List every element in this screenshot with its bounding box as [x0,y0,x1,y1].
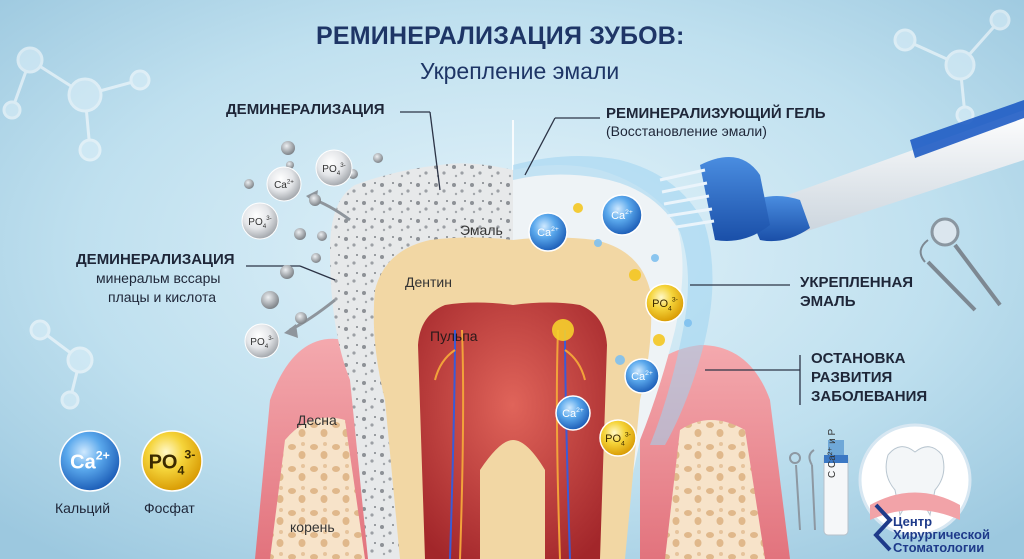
ion-ca-gel-1: Ca2+ [528,212,568,252]
ion-po-demin-3-circle [244,323,280,359]
gel-bubble [573,203,583,213]
dental-mirror-icon [930,217,1002,307]
root-label: корень [290,519,335,535]
bone-left [270,417,365,559]
mineral-particle [311,253,321,263]
dental-probe-icon [919,239,977,312]
mineral-particle [294,228,306,240]
ion-ca-demin-1-text: Ca2+ [274,178,294,191]
ion-po-demin-3: PO43- [244,323,280,359]
demineralization-label-left: ДЕМИНЕРАЛИЗАЦИЯ [76,251,235,268]
legend-phosphate-icon-circle [141,430,203,492]
mineral-particle [261,291,279,309]
ion-ca-gel-3-circle [624,358,660,394]
ion-ca-pulp-circle [555,395,591,431]
gel-bubble [684,319,692,327]
ion-ca-gel-2-circle [601,194,643,236]
ion-po-demin-1-text: PO43- [322,162,345,177]
ion-ca-gel-2: Ca2+ [601,194,643,236]
ion-po-demin-2-circle [241,202,279,240]
gel-label: РЕМИНЕРАЛИЗУЮЩИЙ ГЕЛЬ [606,105,826,122]
legend-calcium-icon: Ca2+ [59,430,121,492]
ion-po-gel-2: PO43- [599,419,637,457]
gel-bubble [651,254,659,262]
ion-po-demin-1: PO43- [315,149,353,187]
ion-ca-gel-1-text: Ca2+ [537,226,559,239]
page-subtitle: Укрепление эмали [420,58,620,84]
ion-ca-gel-1-circle [528,212,568,252]
gel-tube-icon [823,440,849,536]
logo-line2: Хирургической [893,527,990,542]
mineral-particle [373,153,383,163]
ion-po-gel-2-text: PO43- [605,432,631,448]
ion-ca-pulp-text: Ca2+ [562,407,584,420]
mineral-particle [244,179,254,189]
strong-enamel-label-line1: УКРЕПЛЕННАЯ [800,274,914,291]
page-title: РЕМИНЕРАЛИЗАЦИЯ ЗУБОВ: [316,22,685,50]
legend-calcium-icon-circle [59,430,121,492]
ion-po-demin-2-text: PO43- [248,215,271,230]
gel-desc: (Восстановление эмали) [606,123,767,139]
gel-bubble [594,239,602,247]
mineral-particle [281,141,295,155]
mineral-particle [280,265,294,279]
pulp-label: Пульпа [430,328,478,344]
strong-enamel-label-line2: ЭМАЛЬ [800,293,856,310]
legend-phosphate-icon-text: PO43- [149,448,196,478]
toothbrush-icon [659,100,1024,242]
gel-bubble [615,355,625,365]
legend-calcium-icon-text: Ca2+ [70,449,110,474]
demineralization-desc-line2: плацы и кислота [108,289,217,305]
demineralization-desc-line1: минеральм всcары [96,270,221,286]
mineral-particle [309,194,321,206]
demineralization-label-top: ДЕМИНЕРАЛИЗАЦИЯ [226,101,385,118]
small-tools-icon [789,449,816,531]
ion-ca-gel-3: Ca2+ [624,358,660,394]
legend-phosphate-label: Фосфат [144,500,195,516]
ion-ca-pulp: Ca2+ [555,395,591,431]
ion-ca-demin-1-circle [266,166,302,202]
bone-right [665,420,765,559]
legend-calcium-label: Кальций [55,500,111,516]
ion-po-demin-3-text: PO43- [250,335,273,350]
gel-tube-label: C Ca²⁺ и P [827,428,838,478]
molecule-decoration-left [2,46,151,410]
pulp [418,302,607,559]
mineral-particle [295,312,307,324]
legend-phosphate-icon: PO43- [141,430,203,492]
gel-bubble [653,334,665,346]
logo-line1: Центр [893,514,933,529]
ion-po-demin-2: PO43- [241,202,279,240]
ion-po-demin-1-circle [315,149,353,187]
ion-po-gel-1-circle [645,283,685,323]
logo-line3: Стоматологии [893,540,985,555]
dentin-label: Дентин [405,274,452,290]
gel-bubble [552,319,574,341]
ion-po-gel-1: PO43- [645,283,685,323]
enamel-label: Эмаль [460,222,503,238]
ion-po-gel-2-circle [599,419,637,457]
molecule-decoration-right [893,9,1011,125]
ion-ca-gel-2-text: Ca2+ [611,209,633,222]
ion-ca-demin-1: Ca2+ [266,166,302,202]
mineral-particle [317,231,327,241]
gum-label: Десна [297,412,337,428]
ion-ca-gel-3-text: Ca2+ [631,370,653,383]
ion-po-gel-1-text: PO43- [652,297,678,313]
stop-disease-label-line3: ЗАБОЛЕВАНИЯ [811,388,928,405]
gel-bubble [629,269,641,281]
root-canal-dentin [492,472,533,559]
clinic-logo-icon [858,423,972,552]
stop-disease-label-line1: ОСТАНОВКА [811,350,906,367]
stop-disease-label-line2: РАЗВИТИЯ [811,369,893,386]
